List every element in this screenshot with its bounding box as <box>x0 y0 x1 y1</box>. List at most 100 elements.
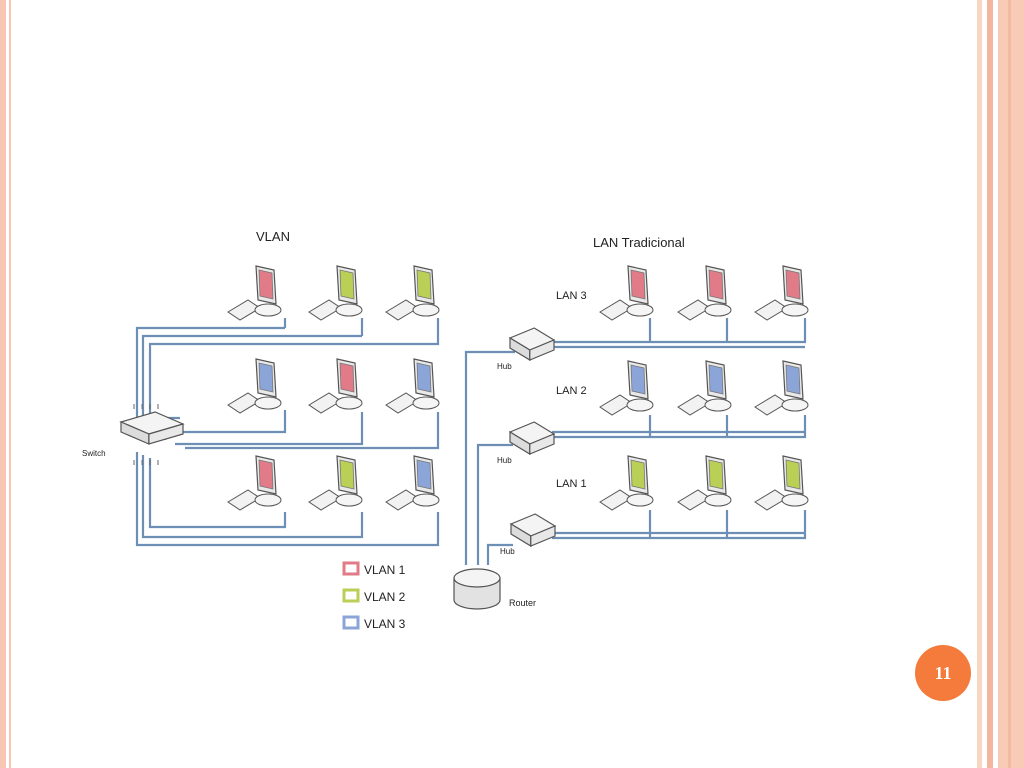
computer-icon <box>227 265 282 321</box>
hub-icon-front <box>529 339 555 361</box>
legend-swatch-vlan1 <box>342 561 360 576</box>
monitor-base <box>335 303 363 317</box>
right-border-strip <box>977 0 982 768</box>
monitor-screen <box>630 269 646 300</box>
monitor-screen <box>630 364 646 395</box>
hub-icon <box>508 421 556 456</box>
right-border-strip <box>1008 0 1011 768</box>
monitor-base <box>412 396 440 410</box>
monitor-screen <box>258 269 274 300</box>
computer-icon <box>308 265 363 321</box>
cable <box>141 455 364 539</box>
monitor-screen <box>785 459 801 490</box>
monitor-base <box>626 398 654 412</box>
computer-icon <box>599 360 654 416</box>
lan1-label: LAN 1 <box>556 478 587 490</box>
left-border <box>0 0 6 768</box>
computer-icon <box>385 265 440 321</box>
monitor-base <box>412 493 440 507</box>
switch-label: Switch <box>82 449 106 458</box>
right-border-strip <box>998 0 1024 768</box>
network-devices <box>119 265 809 610</box>
right-border-strip <box>987 0 993 768</box>
computer-icon <box>677 360 732 416</box>
monitor-screen <box>339 362 355 393</box>
hub-icon-front <box>530 525 556 547</box>
monitor-screen <box>708 269 724 300</box>
monitor-base <box>704 493 732 507</box>
legend: VLAN 1 VLAN 2 VLAN 3 <box>342 561 406 631</box>
cable <box>148 458 287 529</box>
computer-icon <box>385 358 440 414</box>
computer-icon <box>754 455 809 511</box>
cable <box>464 350 515 565</box>
hub-icon <box>508 327 556 362</box>
cable <box>141 334 362 430</box>
monitor-screen <box>258 362 274 393</box>
legend-swatch-vlan3 <box>342 615 360 630</box>
monitor-screen <box>785 269 801 300</box>
monitor-screen <box>258 459 274 490</box>
network-cables <box>135 318 807 565</box>
computer-icon <box>599 455 654 511</box>
computer-icon <box>677 455 732 511</box>
monitor-base <box>412 303 440 317</box>
cable <box>135 452 440 547</box>
cable <box>135 326 285 426</box>
lan2-label: LAN 2 <box>556 385 587 397</box>
monitor-screen <box>416 269 432 300</box>
legend-label-vlan3: VLAN 3 <box>364 617 406 631</box>
computer-icon <box>385 455 440 511</box>
hub-icon-front <box>529 433 555 455</box>
monitor-base <box>254 493 282 507</box>
switch-icon-front <box>148 423 184 445</box>
computer-icon <box>754 265 809 321</box>
legend-label-vlan2: VLAN 2 <box>364 590 406 604</box>
monitor-base <box>626 493 654 507</box>
monitor-screen <box>339 459 355 490</box>
monitor-screen <box>708 459 724 490</box>
cable <box>552 415 807 439</box>
computer-icon <box>227 358 282 414</box>
cable <box>175 412 364 446</box>
monitor-base <box>781 493 809 507</box>
switch-icon <box>119 411 185 445</box>
lan3-label: LAN 3 <box>556 290 587 302</box>
cable <box>552 510 807 540</box>
page-number-badge: 11 <box>915 645 971 701</box>
computer-icon <box>599 265 654 321</box>
cable <box>185 412 440 450</box>
monitor-screen <box>416 459 432 490</box>
cable <box>148 318 440 432</box>
monitor-base <box>254 303 282 317</box>
hub-label: Hub <box>500 547 515 556</box>
hub-icon <box>509 513 557 548</box>
computer-icon <box>677 265 732 321</box>
router-icon <box>453 568 501 610</box>
monitor-base <box>626 303 654 317</box>
computer-icon <box>308 358 363 414</box>
cable <box>476 443 513 565</box>
computer-icon <box>227 455 282 511</box>
monitor-base <box>781 303 809 317</box>
monitor-base <box>704 303 732 317</box>
legend-swatch-vlan2 <box>342 588 360 603</box>
monitor-base <box>254 396 282 410</box>
computer-icon <box>754 360 809 416</box>
legend-label-vlan1: VLAN 1 <box>364 563 406 577</box>
hub-label: Hub <box>497 362 512 371</box>
monitor-screen <box>785 364 801 395</box>
monitor-base <box>781 398 809 412</box>
computer-icon <box>308 455 363 511</box>
cable <box>552 318 807 344</box>
vlan-title: VLAN <box>256 229 290 244</box>
monitor-screen <box>708 364 724 395</box>
hub-label: Hub <box>497 456 512 465</box>
monitor-screen <box>416 362 432 393</box>
monitor-base <box>335 396 363 410</box>
router-label: Router <box>509 598 536 608</box>
left-border-line <box>9 0 11 768</box>
cable <box>486 543 513 565</box>
monitor-screen <box>630 459 646 490</box>
